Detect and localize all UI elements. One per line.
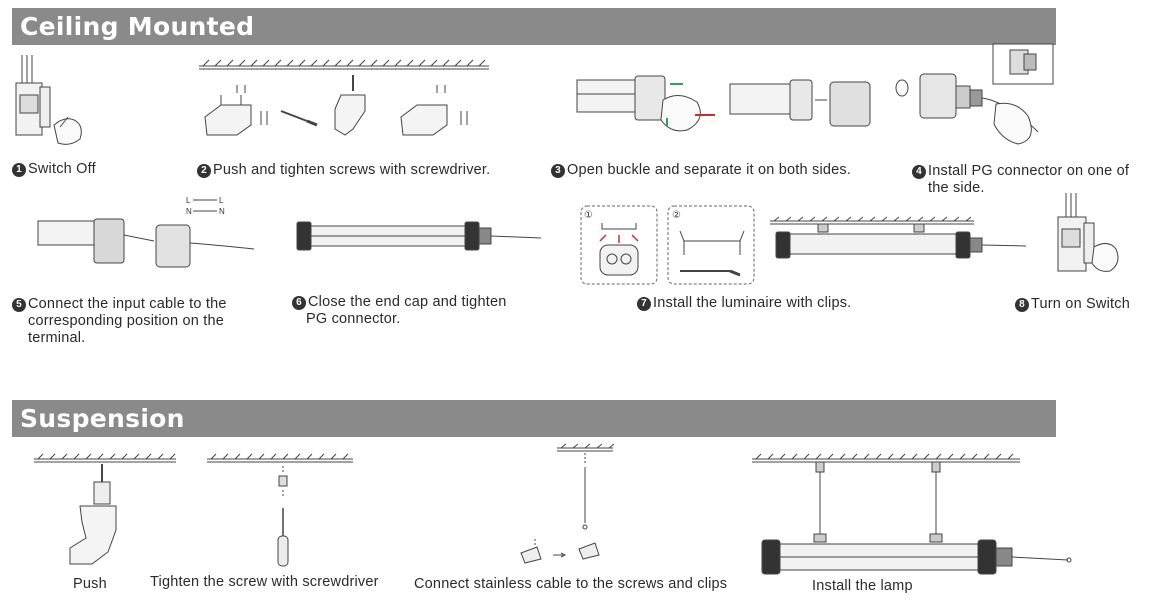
step-number-badge: 3: [551, 164, 565, 178]
step-number-badge: 2: [197, 164, 211, 178]
step-text-line: corresponding position on the: [28, 313, 225, 329]
step-text: Switch Off: [28, 161, 96, 177]
step-text: Open buckle and separate it on both side…: [567, 162, 852, 178]
suspension-step-1-caption: Push: [73, 576, 107, 593]
wire-label-l-right: L: [219, 196, 224, 205]
switch-on-illustration: [1050, 193, 1130, 283]
step-text: Tighten the screw with screwdriver: [150, 574, 379, 590]
section-title: Suspension: [20, 404, 185, 433]
suspension-step-2-caption: Tighten the screw with screwdriver: [150, 574, 379, 591]
clips-detail-illustration: ① ②: [580, 205, 760, 287]
section-title: Ceiling Mounted: [20, 12, 255, 41]
drill-illustration: [32, 452, 182, 572]
open-buckle-illustration: [575, 60, 875, 150]
step-text: Turn on Switch: [1031, 296, 1130, 312]
wire-label-n-left: N: [186, 207, 192, 216]
screwdriver-illustration: [205, 452, 355, 572]
step-number-badge: 8: [1015, 298, 1029, 312]
section-banner-ceiling: Ceiling Mounted: [12, 8, 1056, 45]
terminal-wiring-illustration: L L N N: [36, 195, 256, 275]
step-text-line: Close the end cap and tighten: [308, 294, 507, 310]
step-text-line: PG connector.: [306, 311, 401, 327]
cable-clips-illustration: [515, 443, 615, 573]
step-text: Install the luminaire with clips.: [653, 295, 852, 311]
section-banner-suspension: Suspension: [12, 400, 1056, 437]
step-number-badge: 1: [12, 163, 26, 177]
step-text-line: the side.: [928, 180, 985, 196]
step-number-badge: 6: [292, 296, 306, 310]
step-text: Connect stainless cable to the screws an…: [414, 576, 728, 592]
suspension-step-3-caption: Connect stainless cable to the screws an…: [414, 576, 727, 593]
step-text: Install the lamp: [812, 578, 913, 594]
step-text-line: Install PG connector on one of: [928, 163, 1130, 179]
pg-connector-illustration: [888, 42, 1058, 152]
wire-label-l-left: L: [186, 196, 191, 205]
step-text: Push: [73, 576, 107, 592]
clip-mark-first: ①: [584, 210, 593, 221]
step-number-badge: 7: [637, 297, 651, 311]
clip-mark-second: ②: [672, 210, 681, 221]
step-number-badge: 4: [912, 165, 926, 179]
closed-luminaire-illustration: [295, 218, 545, 258]
suspended-lamp-illustration: [750, 452, 1075, 580]
mounted-luminaire-illustration: [768, 216, 1030, 268]
step-text-line: terminal.: [28, 330, 86, 346]
step-number-badge: 5: [12, 298, 26, 312]
wire-label-n-right: N: [219, 207, 225, 216]
bracket-screws-illustration: [195, 55, 495, 145]
switch-off-illustration: [10, 55, 90, 150]
suspension-step-4-caption: Install the lamp: [812, 578, 913, 595]
step-text-line: Connect the input cable to the: [28, 296, 227, 312]
step-text: Push and tighten screws with screwdriver…: [213, 162, 491, 178]
